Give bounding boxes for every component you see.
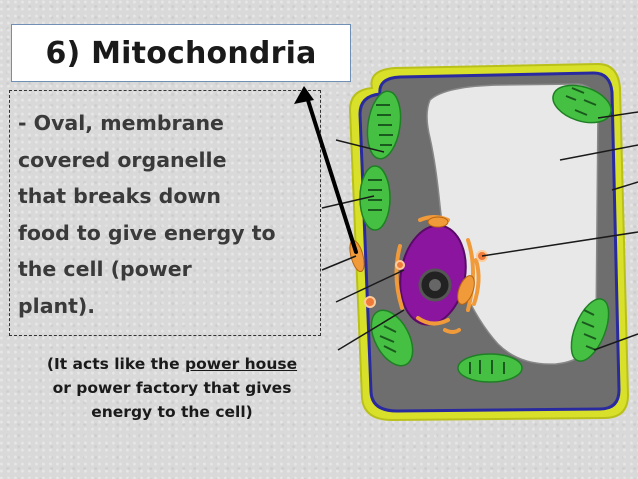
description-line: the cell (power [18,257,192,281]
chloroplast-grana [368,87,597,374]
note-before: (It acts like the [46,355,186,373]
title-box: 6) Mitochondria [11,24,351,82]
page-title: 6) Mitochondria [45,35,317,71]
mitochondrion [457,275,475,305]
chloroplasts [359,84,612,383]
label-lines-left [321,139,405,351]
mitochondrion [427,216,449,228]
chloroplast [359,165,391,231]
note-underlined: power house [185,355,298,373]
note-line-3: energy to the cell) [91,403,253,421]
description-line: - Oval, membrane [18,111,224,135]
nucleolus-center [429,279,441,291]
description-box: - Oval, membrane covered organelle that … [9,90,321,336]
label-lines-right [481,111,638,351]
chloroplast [457,353,523,383]
description-line: covered organelle [18,147,227,172]
description-line: food to give energy to [18,220,276,245]
note-line-2: or power factory that gives [52,379,292,397]
pointer-arrow [294,86,358,254]
chloroplast [552,84,612,124]
chloroplast [570,298,610,362]
description-line: that breaks down [18,184,221,208]
description-line: plant). [18,293,96,318]
note-text: (It acts like the power house or power f… [16,352,328,424]
